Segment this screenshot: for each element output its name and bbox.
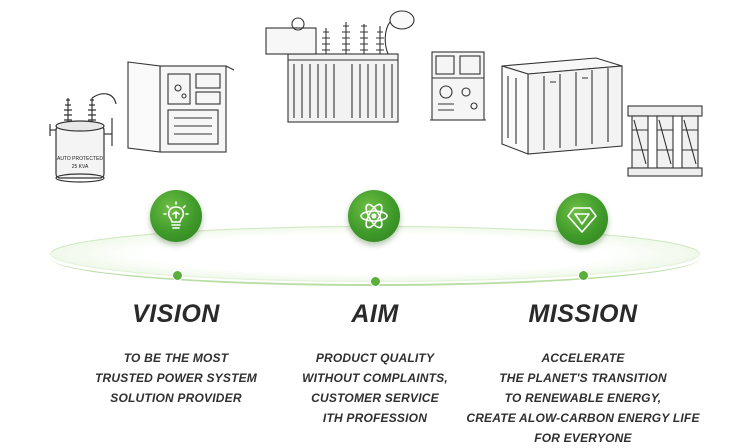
mission-line: ACCELERATE [541, 351, 625, 365]
switchgear-cabinet-icon [127, 61, 235, 153]
pad-mounted-transformer-illustration [426, 48, 492, 126]
aim-line: WITHOUT COMPLAINTS, [302, 371, 448, 385]
switchgear-cabinet-illustration [124, 58, 236, 158]
vision-column: VISION TO BE THE MOST TRUSTED POWER SYST… [46, 298, 306, 408]
vision-line: TO BE THE MOST [123, 351, 229, 365]
lightbulb-icon [163, 201, 189, 229]
svg-text:AUTO PROTECTED: AUTO PROTECTED [57, 156, 103, 162]
mission-title: MISSION [528, 300, 638, 328]
vision-line: SOLUTION PROVIDER [110, 391, 242, 405]
pad-mounted-transformer-icon [430, 51, 486, 121]
mission-marker-dot [578, 270, 589, 281]
aim-line: PRODUCT QUALITY [315, 351, 435, 365]
vision-marker-dot [172, 270, 183, 281]
aim-column: AIM PRODUCT QUALITY WITHOUT COMPLAINTS, … [245, 298, 505, 428]
atom-icon [360, 203, 388, 229]
pole-transformer-illustration: AUTO PROTECTED 25 KVA [46, 90, 124, 186]
mission-badge [556, 193, 608, 245]
mission-description: ACCELERATE THE PLANET'S TRANSITION TO RE… [453, 348, 713, 448]
aim-line: ITH PROFESSION [322, 411, 428, 425]
dry-transformer-icon [627, 105, 703, 177]
dry-transformer-illustration [624, 100, 706, 180]
diamond-icon [567, 207, 597, 233]
vision-title: VISION [132, 300, 220, 328]
aim-marker-dot [370, 276, 381, 287]
vision-description: TO BE THE MOST TRUSTED POWER SYSTEM SOLU… [46, 348, 306, 408]
aim-line: CUSTOMER SERVICE [311, 391, 439, 405]
aim-badge [348, 190, 400, 242]
mission-line: FOR EVERYONE [534, 431, 632, 445]
pole-transformer-icon: AUTO PROTECTED 25 KVA [49, 93, 117, 183]
mission-line: THE PLANET'S TRANSITION [499, 371, 667, 385]
vision-line: TRUSTED POWER SYSTEM [94, 371, 257, 385]
mission-line: CREATE ALOW-CARBON ENERGY LIFE [466, 411, 700, 425]
aim-title: AIM [351, 300, 399, 328]
mission-column: MISSION ACCELERATE THE PLANET'S TRANSITI… [453, 298, 713, 448]
vision-badge [150, 190, 202, 242]
aim-description: PRODUCT QUALITY WITHOUT COMPLAINTS, CUST… [245, 348, 505, 428]
power-transformer-icon [265, 10, 415, 123]
svg-text:25 KVA: 25 KVA [72, 164, 89, 170]
box-substation-icon [501, 57, 623, 155]
box-substation-illustration [500, 56, 624, 156]
mission-line: TO RENEWABLE ENERGY, [504, 391, 662, 405]
power-transformer-illustration [262, 10, 422, 126]
